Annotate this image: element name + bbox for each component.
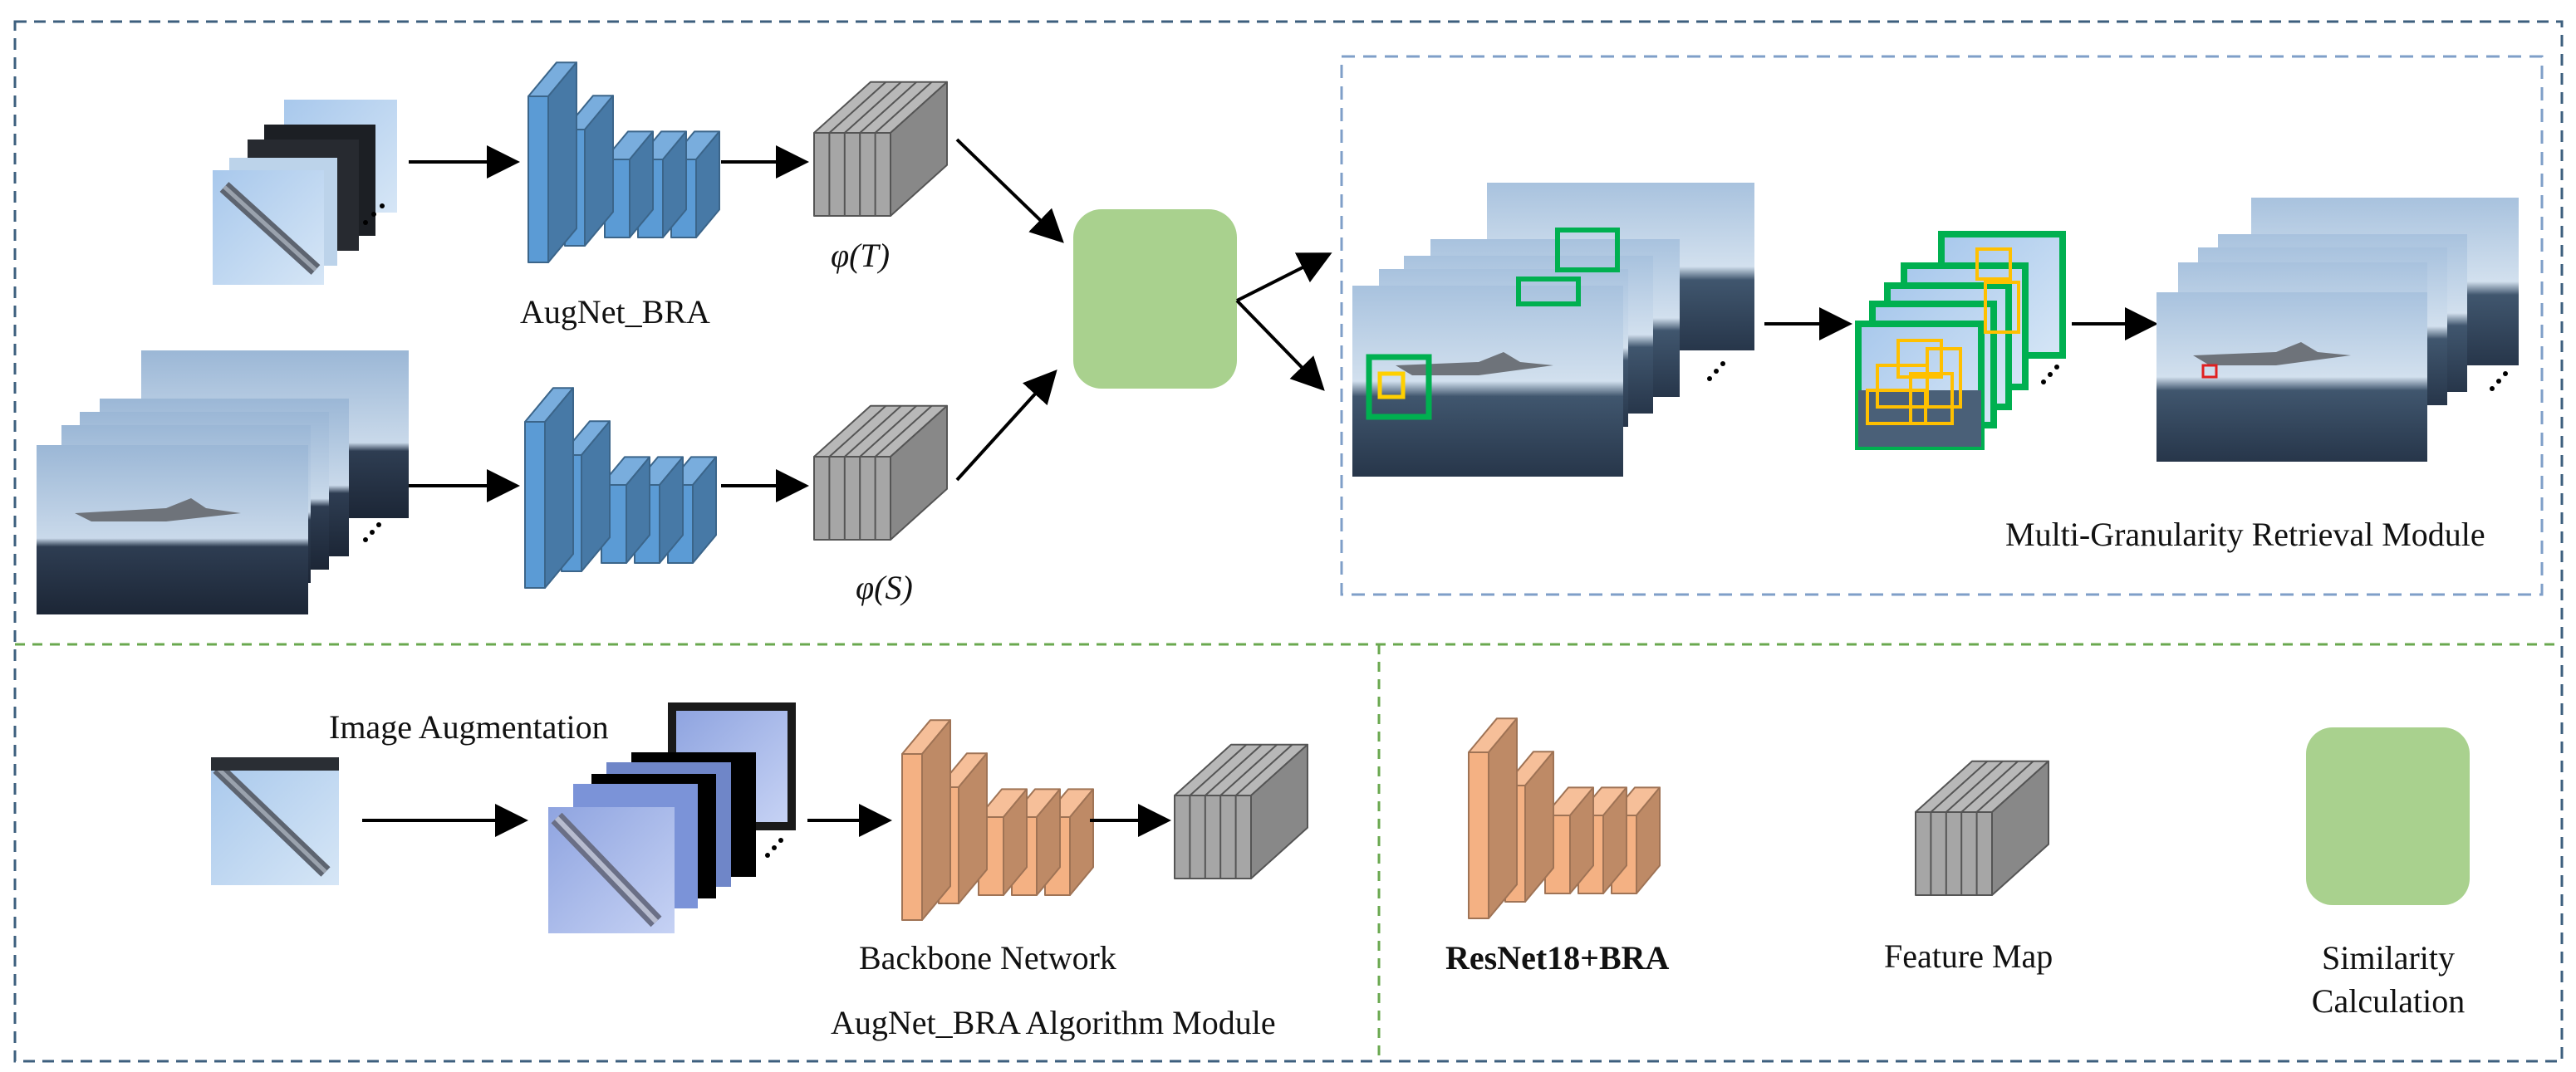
augnet-network-top [527, 61, 720, 263]
search-image-front [37, 445, 308, 614]
retrieval-crop-stack [1855, 231, 2066, 450]
similarity-calculation-block [1073, 209, 1237, 389]
augnet-bra-label: AugNet_BRA [520, 293, 710, 330]
arrow-similarity-to-retrieval-up [1236, 252, 1332, 302]
yellow-detection-box [1377, 371, 1406, 399]
phi-t-label: φ(T) [831, 237, 891, 274]
legend-resnet-icon [1468, 717, 1661, 919]
legend-feature-map-label: Feature Map [1884, 937, 2053, 975]
backbone-network-label: Backbone Network [859, 939, 1116, 977]
arrow-similarity-to-retrieval-down [1235, 299, 1325, 391]
phi-s-label: φ(S) [856, 569, 913, 606]
augmentation-source-image [211, 757, 339, 885]
legend-resnet-label: ResNet18+BRA [1445, 939, 1670, 977]
retrieval-coarse-stack [1352, 183, 1754, 477]
outer-dashed-frame [13, 20, 2564, 1063]
retrieval-result-stack [2156, 198, 2519, 462]
legend-feature-map-icon [1915, 760, 2049, 896]
legend-similarity-line2: Calculation [2311, 982, 2466, 1020]
retrieval-module-frame [1340, 55, 2544, 596]
arrow-feature-top-to-similarity [955, 138, 1064, 243]
red-target-box [2201, 364, 2218, 379]
arrow-feature-bottom-to-similarity [955, 370, 1057, 482]
green-detection-box [1366, 354, 1432, 420]
image-augmentation-label: Image Augmentation [329, 708, 609, 746]
augnet-network-bottom [524, 387, 717, 589]
retrieval-result-front [2156, 292, 2427, 462]
feature-map-backbone [1174, 743, 1308, 879]
feature-map-search [813, 404, 948, 541]
feature-map-template [813, 81, 948, 217]
augmented-image-stack [548, 702, 796, 933]
retrieval-module-label: Multi-Granularity Retrieval Module [2005, 516, 2485, 553]
legend-similarity-label: Similarity Calculation [2293, 937, 2484, 1023]
legend-similarity-line1: Similarity [2322, 939, 2455, 977]
search-image-stack [37, 350, 409, 614]
retrieval-coarse-front [1352, 286, 1623, 477]
legend-similarity-icon [2306, 727, 2470, 905]
augnet-module-label: AugNet_BRA Algorithm Module [831, 1004, 1276, 1041]
backbone-network [901, 719, 1094, 921]
template-image-stack [213, 100, 397, 285]
